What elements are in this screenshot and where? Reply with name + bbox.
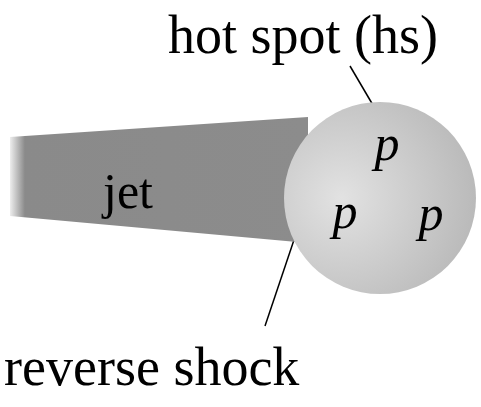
hot-spot-body [284, 102, 476, 294]
reverse-shock-label: reverse shock [4, 340, 299, 394]
pressure-symbol: p [375, 118, 400, 168]
leader-line [265, 228, 298, 326]
pressure-symbol: p [333, 186, 358, 236]
jet-outline [10, 113, 310, 247]
pressure-symbol: p [419, 188, 444, 238]
jet-label: jet [103, 166, 153, 216]
hot-spot-label: hot spot (hs) [168, 8, 438, 62]
jet-shape: jet [10, 113, 310, 247]
hot-spot-circle: ppp [283, 101, 477, 295]
jet-body [10, 117, 308, 243]
